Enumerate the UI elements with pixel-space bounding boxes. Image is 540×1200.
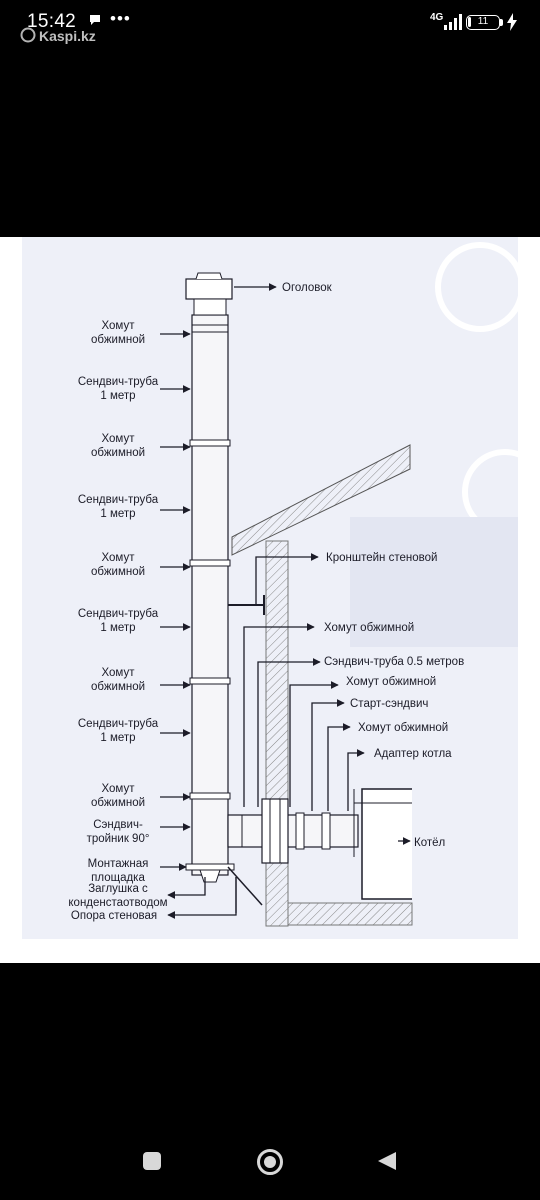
navigation-bar — [0, 1120, 540, 1200]
watermark-text: Kaspi.kz — [39, 28, 96, 44]
circle-icon — [257, 1149, 283, 1175]
battery-level: 11 — [477, 16, 489, 27]
battery-nub — [500, 19, 503, 26]
label-homut-right-2: Хомут обжимной — [346, 676, 436, 688]
status-bar: 15:42 ••• Kaspi.kz 4G 11 — [0, 0, 540, 50]
decor-block — [350, 517, 518, 647]
label-homut-right-1: Хомут обжимной — [324, 622, 414, 634]
label-opora: Опора стеновая — [71, 910, 157, 922]
label-troinik: Сэндвич-тройник 90° — [87, 819, 150, 845]
horizontal-pipe — [227, 798, 359, 864]
label-kotel: Котёл — [414, 837, 445, 849]
back-triangle-icon — [378, 1152, 396, 1170]
label-adapter: Адаптер котла — [374, 748, 452, 760]
chimney-pipe — [185, 272, 235, 883]
kaspi-logo-icon — [20, 27, 36, 48]
boiler — [353, 788, 412, 900]
label-kronshtein: Кронштейн стеновой — [326, 552, 437, 564]
label-truba-05: Сэндвич-труба 0.5 метров — [324, 656, 464, 668]
wall-bracket — [228, 595, 265, 615]
network-type: 4G — [430, 12, 444, 23]
label-homut-right-3: Хомут обжимной — [358, 722, 448, 734]
battery-icon: 11 — [466, 15, 500, 30]
signal-icon — [444, 14, 462, 35]
home-button[interactable] — [256, 1148, 284, 1181]
square-icon — [143, 1152, 161, 1170]
more-dots-icon: ••• — [110, 9, 131, 28]
label-ogolovok: Оголовок — [282, 282, 333, 294]
charging-icon — [507, 13, 517, 36]
label-start-sendvich: Старт-сэндвич — [350, 698, 428, 710]
wall — [265, 540, 289, 927]
message-icon — [88, 13, 102, 32]
wall-support — [227, 866, 263, 913]
right-callouts — [234, 283, 411, 845]
back-button[interactable] — [376, 1150, 398, 1177]
roof — [231, 444, 411, 556]
floor — [287, 902, 413, 926]
left-callouts — [160, 330, 237, 919]
status-time: 15:42 — [27, 11, 77, 32]
battery-fill — [468, 17, 471, 27]
recent-apps-button[interactable] — [141, 1150, 163, 1177]
decor-circle — [435, 242, 525, 332]
